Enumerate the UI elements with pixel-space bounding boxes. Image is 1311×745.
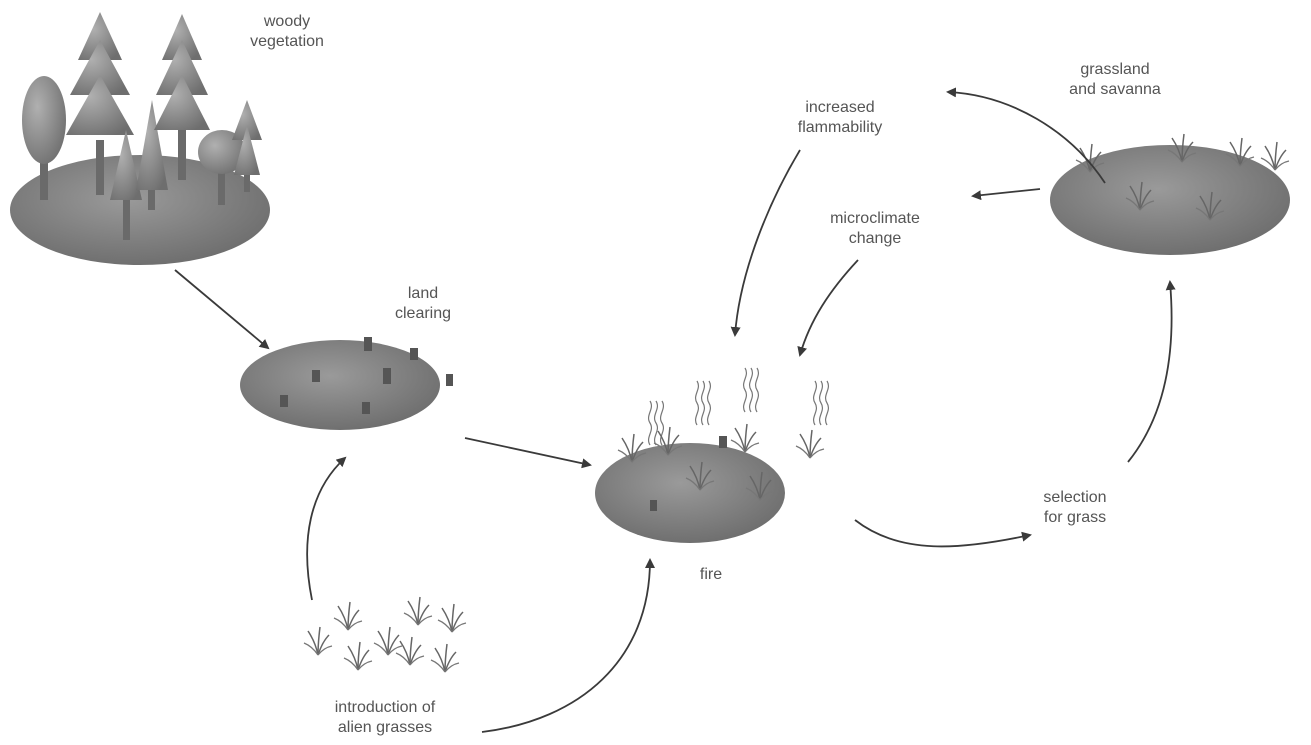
label-line: flammability	[780, 118, 900, 138]
label-line: for grass	[1020, 508, 1130, 528]
label-line: clearing	[378, 304, 468, 324]
label-land-clearing: land clearing	[378, 284, 468, 324]
label-line: land	[378, 284, 468, 304]
arrow-woody-to-land-clearing	[175, 270, 268, 348]
label-line: selection	[1020, 488, 1130, 508]
arrow-selection-to-grassland	[1128, 282, 1172, 462]
label-line: fire	[686, 565, 736, 585]
label-woody-vegetation: woody vegetation	[232, 12, 342, 52]
arrow-microclimate-to-fire	[800, 260, 858, 355]
label-line: microclimate	[820, 209, 930, 229]
arrow-alien-to-land-clearing	[307, 458, 345, 600]
label-line: and savanna	[1030, 80, 1200, 100]
arrow-grassland-to-microclimate	[973, 189, 1040, 196]
arrow-land-clearing-to-fire	[465, 438, 590, 465]
arrow-fire-to-selection	[855, 520, 1030, 546]
label-line: increased	[780, 98, 900, 118]
label-fire: fire	[686, 565, 736, 585]
label-line: grassland	[1030, 60, 1200, 80]
land-clearing-illustration	[240, 337, 453, 430]
label-line: alien grasses	[300, 718, 470, 738]
woody-vegetation-illustration	[10, 12, 270, 265]
label-grassland-savanna: grassland and savanna	[1030, 60, 1200, 100]
arrow-flammability-to-fire	[735, 150, 800, 335]
label-line: change	[820, 229, 930, 249]
fire-illustration	[595, 368, 828, 543]
arrow-alien-to-fire	[482, 560, 650, 732]
label-line: vegetation	[232, 32, 342, 52]
label-microclimate-change: microclimate change	[820, 209, 930, 249]
label-increased-flammability: increased flammability	[780, 98, 900, 138]
label-line: woody	[232, 12, 342, 32]
label-introduction-alien-grasses: introduction of alien grasses	[300, 698, 470, 738]
alien-grasses-illustration	[304, 597, 466, 672]
label-line: introduction of	[300, 698, 470, 718]
grassland-savanna-illustration	[1050, 134, 1290, 255]
label-selection-for-grass: selection for grass	[1020, 488, 1130, 528]
